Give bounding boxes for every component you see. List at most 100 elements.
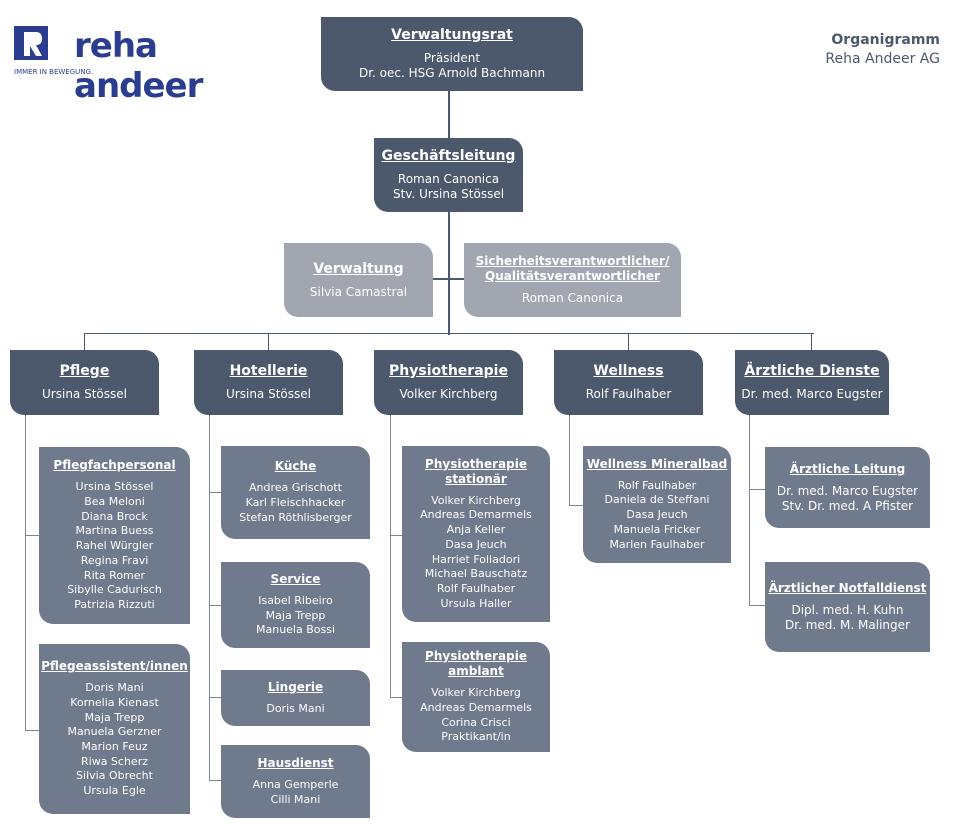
geschaeftsleitung-line-1: Roman Canonica xyxy=(397,172,500,186)
team-physio-amblant: Physiotherapie amblant Volker Kirchberg … xyxy=(402,642,550,752)
team-title: Lingerie xyxy=(267,679,324,694)
team-member: Maja Trepp xyxy=(84,710,145,724)
team-hausdienst: Hausdienst Anna Gemperle Cilli Mani xyxy=(221,745,370,818)
team-member: Andrea Grischott xyxy=(249,481,342,495)
team-member: Kornelia Kienast xyxy=(70,695,159,709)
verwaltungsrat-line-2: Dr. oec. HSG Arnold Bachmann xyxy=(358,66,546,80)
tree-wellness xyxy=(569,414,570,506)
team-member: Cilli Mani xyxy=(270,792,321,806)
tree-hot-b1 xyxy=(209,492,221,493)
team-member: Manuela Gerzner xyxy=(67,725,162,739)
team-member: Doris Mani xyxy=(85,681,144,695)
tree-hotellerie xyxy=(209,414,210,780)
dept-wellness: Wellness Rolf Faulhaber xyxy=(554,350,703,415)
box-verwaltungsrat: Verwaltungsrat Präsident Dr. oec. HSG Ar… xyxy=(321,17,583,91)
team-member: Dasa Jeuch xyxy=(626,508,688,522)
team-member: Michael Bauschatz xyxy=(424,567,528,581)
box-geschaeftsleitung: Geschäftsleitung Roman Canonica Stv. Urs… xyxy=(374,138,523,212)
dept-title: Hotellerie xyxy=(229,363,308,379)
team-title: Pflegfachpersonal xyxy=(53,458,176,473)
tree-aerzt-b2 xyxy=(749,605,765,606)
team-wellness-mineralbad: Wellness Mineralbad Rolf Faulhaber Danie… xyxy=(583,446,731,563)
tree-hot-b2 xyxy=(209,605,221,606)
page-title: Organigramm xyxy=(831,32,940,48)
logo-mark-icon xyxy=(14,26,48,60)
logo-text: reha andeer xyxy=(74,26,203,106)
team-title-2: amblant xyxy=(448,664,504,679)
verwaltungsrat-title: Verwaltungsrat xyxy=(391,27,513,43)
dept-head: Dr. med. Marco Eugster xyxy=(741,387,883,401)
team-member: Doris Mani xyxy=(266,701,325,715)
team-member: Dasa Jeuch xyxy=(445,537,507,551)
team-lingerie: Lingerie Doris Mani xyxy=(221,670,370,726)
geschaeftsleitung-line-2: Stv. Ursina Stössel xyxy=(392,187,505,201)
dept-head: Volker Kirchberg xyxy=(399,387,498,401)
team-member: Riwa Scherz xyxy=(81,754,148,768)
team-member: Silvia Obrecht xyxy=(76,769,153,783)
team-member: Manuela Fricker xyxy=(613,522,701,536)
sicherheit-title-1: Sicherheitsverantwortlicher/ xyxy=(475,254,670,268)
team-member: Anna Gemperle xyxy=(252,777,339,791)
connector-staff xyxy=(432,278,466,280)
page-subtitle: Reha Andeer AG xyxy=(825,51,940,67)
tree-aerztlich xyxy=(749,414,750,606)
team-pflegfachpersonal: Pflegfachpersonal Ursina Stössel Bea Mel… xyxy=(39,447,190,624)
team-service: Service Isabel Ribeiro Maja Trepp Manuel… xyxy=(221,562,370,648)
sicherheit-line-1: Roman Canonica xyxy=(521,291,624,305)
dept-head: Ursina Stössel xyxy=(42,387,127,401)
connector-dept-aerztlich xyxy=(811,333,812,351)
team-member: Manuela Bossi xyxy=(255,623,336,637)
tree-pflege xyxy=(25,414,26,730)
team-member: Bea Meloni xyxy=(84,495,145,509)
team-member: Daniela de Steffani xyxy=(604,493,710,507)
tree-pflege-b1 xyxy=(25,535,39,536)
team-title: Pflegeassistent/innen xyxy=(41,659,188,674)
team-title-1: Physiotherapie xyxy=(425,649,527,664)
team-member: Maja Trepp xyxy=(265,608,326,622)
team-member: Marion Feuz xyxy=(81,740,148,753)
connector-dept-wellness xyxy=(628,333,629,351)
geschaeftsleitung-title: Geschäftsleitung xyxy=(381,148,516,164)
dept-aerztliche-dienste: Ärztliche Dienste Dr. med. Marco Eugster xyxy=(735,350,889,415)
team-member: Andreas Demarmels xyxy=(420,508,532,522)
team-member: Anja Keller xyxy=(446,523,506,537)
team-physio-stationaer: Physiotherapie stationär Volker Kirchber… xyxy=(402,446,550,622)
tree-physio-b1 xyxy=(390,535,402,536)
connector-dept-pflege xyxy=(84,333,85,351)
team-title-2: stationär xyxy=(445,471,507,486)
team-member: Stefan Röthlisberger xyxy=(239,510,352,524)
connector-vr-gl xyxy=(448,90,450,138)
team-member: Sibylle Cadurisch xyxy=(67,583,162,597)
team-member: Rita Romer xyxy=(83,568,146,582)
team-title: Hausdienst xyxy=(257,755,334,770)
team-member: Volker Kirchberg xyxy=(431,686,521,700)
team-member: Ursula Haller xyxy=(440,596,512,610)
box-sicherheit: Sicherheitsverantwortlicher/ Qualitätsve… xyxy=(464,243,681,317)
team-member: Regina Fravi xyxy=(80,553,149,567)
team-member: Dipl. med. H. Kuhn xyxy=(791,603,904,617)
dept-title: Ärztliche Dienste xyxy=(744,363,880,379)
team-member: Rahel Würgler xyxy=(75,539,154,553)
tree-hot-b4 xyxy=(209,780,221,781)
team-member: Ursina Stössel xyxy=(75,480,154,494)
dept-hotellerie: Hotellerie Ursina Stössel xyxy=(194,350,343,415)
dept-title: Wellness xyxy=(593,363,664,379)
header: Organigramm Reha Andeer AG xyxy=(825,31,940,69)
tree-hot-b3 xyxy=(209,697,221,698)
tree-aerzt-b1 xyxy=(749,489,765,490)
verwaltung-line-1: Silvia Camastral xyxy=(309,284,408,299)
connector-gl-bus xyxy=(448,211,450,335)
logo: reha andeer IMMER IN BEWEGUNG. xyxy=(14,24,234,106)
dept-pflege: Pflege Ursina Stössel xyxy=(10,350,159,415)
team-member: Andreas Demarmels xyxy=(420,700,532,714)
dept-physiotherapie: Physiotherapie Volker Kirchberg xyxy=(374,350,523,415)
team-member: Martina Buess xyxy=(75,524,154,538)
team-kueche: Küche Andrea Grischott Karl Fleischhacke… xyxy=(221,446,370,539)
team-pflegeassistent: Pflegeassistent/innen Doris Mani Korneli… xyxy=(39,644,190,814)
sicherheit-title-2: Qualitätsverantwortlicher xyxy=(485,269,660,283)
team-member: Volker Kirchberg xyxy=(431,493,521,507)
tree-wellness-b1 xyxy=(569,505,583,506)
team-aerztliche-leitung: Ärztliche Leitung Dr. med. Marco Eugster… xyxy=(765,447,930,528)
team-member: Corina Crisci xyxy=(441,715,511,729)
connector-dept-hotellerie xyxy=(268,333,269,351)
